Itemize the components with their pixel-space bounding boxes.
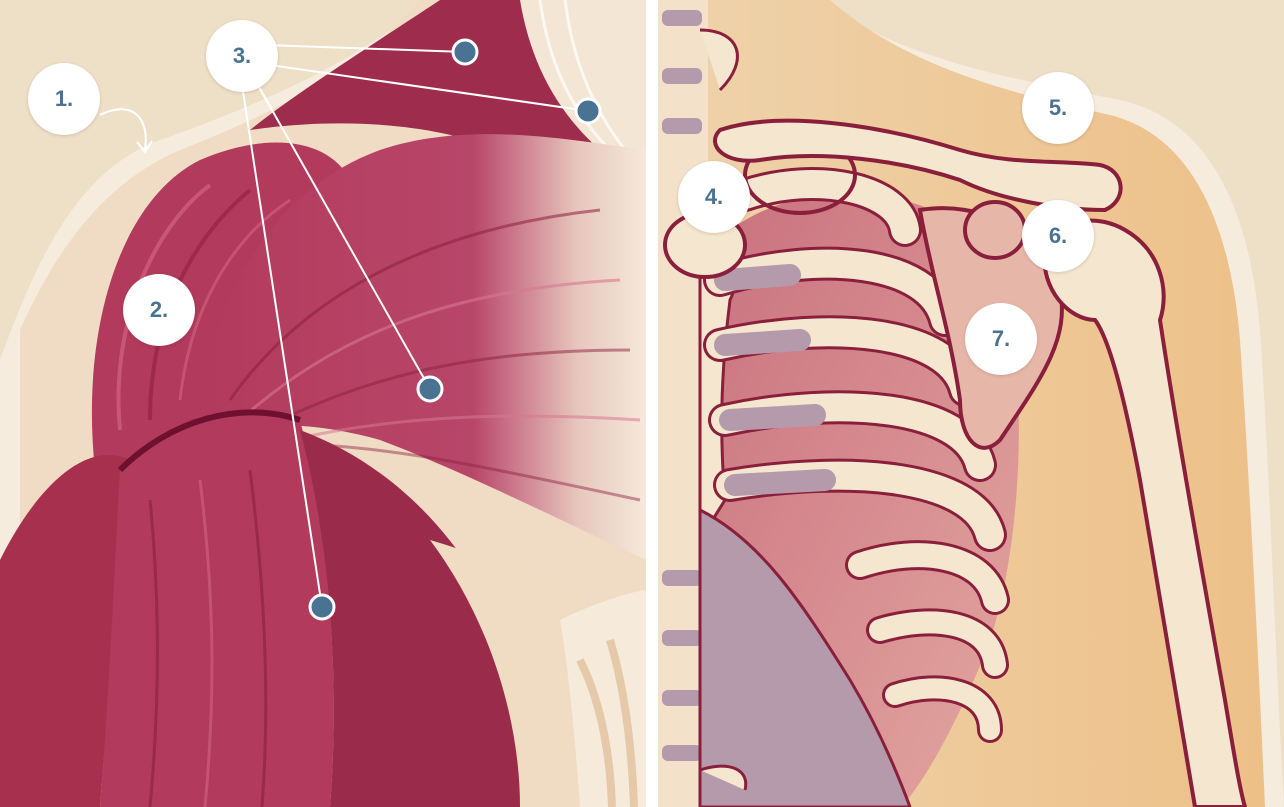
marker-dot-lower-pectoral — [310, 595, 334, 619]
label-4: 4. — [678, 161, 750, 233]
label-7-text: 7. — [992, 326, 1010, 352]
label-2: 2. — [123, 274, 195, 346]
label-5: 5. — [1022, 72, 1094, 144]
label-3-text: 3. — [233, 43, 251, 69]
label-6-text: 6. — [1049, 223, 1067, 249]
marker-dot-clavicular-head — [576, 99, 600, 123]
label-3: 3. — [206, 20, 278, 92]
label-7: 7. — [965, 303, 1037, 375]
marker-dot-trapezius — [453, 40, 477, 64]
marker-dot-pectoralis — [418, 377, 442, 401]
label-1: 1. — [28, 63, 100, 135]
label-6: 6. — [1022, 200, 1094, 272]
label-2-text: 2. — [150, 297, 168, 323]
biceps-muscle — [100, 412, 334, 807]
panel-divider — [646, 0, 658, 807]
label-4-text: 4. — [705, 184, 723, 210]
label-1-text: 1. — [55, 86, 73, 112]
label-5-text: 5. — [1049, 95, 1067, 121]
skeleton-panel — [658, 0, 1284, 807]
coracoid-process — [965, 202, 1025, 258]
muscle-panel — [0, 0, 646, 807]
